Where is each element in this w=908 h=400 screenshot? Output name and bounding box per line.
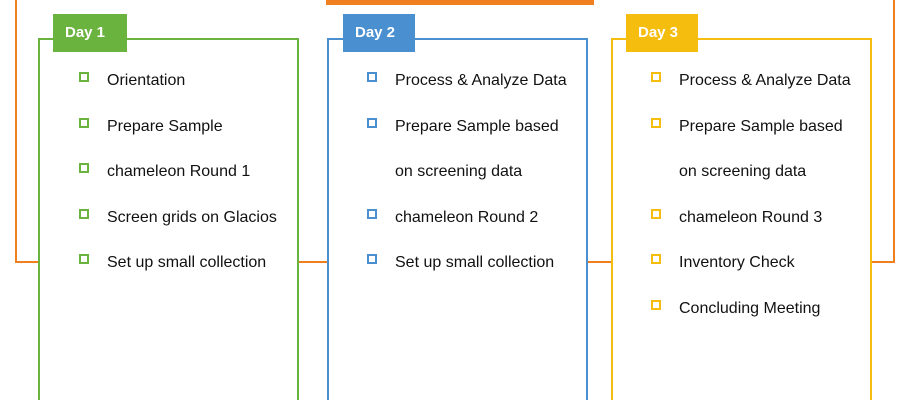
task-item: Screen grids on Glacios: [79, 208, 277, 263]
task-item: Prepare Sample based on screening data: [367, 117, 567, 217]
right-connector-line: [893, 0, 895, 263]
checkbox-icon[interactable]: [79, 163, 89, 174]
task-item: Process & Analyze Data: [367, 72, 567, 126]
task-item: Set up small collection: [79, 254, 277, 308]
task-item: chameleon Round 3: [651, 208, 851, 263]
day2-card: [327, 38, 588, 400]
day1-card: [38, 38, 299, 400]
checkbox-icon[interactable]: [79, 208, 89, 219]
task-label: Prepare Sample based: [395, 117, 559, 135]
task-item: Set up small collection: [367, 254, 567, 308]
task-item: Prepare Sample: [79, 117, 277, 172]
task-label: Prepare Sample based: [679, 117, 843, 135]
top-connector-bar: [326, 0, 594, 5]
task-label: Orientation: [107, 72, 186, 89]
checkbox-icon[interactable]: [651, 117, 661, 128]
checkbox-icon[interactable]: [367, 117, 377, 128]
checkbox-icon[interactable]: [367, 208, 377, 219]
task-label: Concluding Meeting: [679, 299, 821, 317]
task-label: Set up small collection: [395, 254, 555, 272]
left-connector-line: [15, 0, 17, 263]
task-label: on screening data: [679, 163, 807, 181]
checkbox-icon[interactable]: [651, 299, 661, 310]
checkbox-icon[interactable]: [651, 254, 661, 265]
task-item: chameleon Round 2: [367, 208, 567, 263]
left-connector-stub: [15, 261, 40, 263]
checkbox-icon[interactable]: [79, 254, 89, 265]
right-connector-stub: [870, 261, 895, 263]
task-label: chameleon Round 2: [395, 208, 539, 226]
task-label: Set up small collection: [107, 254, 267, 272]
task-label: Screen grids on Glacios: [107, 208, 277, 226]
day1-day2-connector: [297, 261, 329, 263]
day3-card: [611, 38, 872, 400]
task-label: Prepare Sample: [107, 117, 223, 135]
task-item: Process & Analyze Data: [651, 72, 851, 126]
task-item: Concluding Meeting: [651, 299, 851, 354]
task-label: chameleon Round 3: [679, 208, 823, 226]
checkbox-icon[interactable]: [651, 208, 661, 219]
task-label: Process & Analyze Data: [679, 72, 851, 89]
task-item: chameleon Round 1: [79, 163, 277, 217]
checkbox-icon[interactable]: [367, 72, 377, 82]
day1-badge: Day 1: [53, 14, 127, 52]
task-label: Process & Analyze Data: [395, 72, 567, 89]
task-item: Prepare Sample based on screening data: [651, 117, 851, 217]
task-label: Inventory Check: [679, 254, 795, 272]
task-item: Orientation: [79, 72, 277, 126]
checkbox-icon[interactable]: [651, 72, 661, 82]
task-label: chameleon Round 1: [107, 163, 251, 181]
day2-badge: Day 2: [343, 14, 415, 52]
task-label: on screening data: [395, 163, 523, 181]
day3-badge: Day 3: [626, 14, 698, 52]
task-item: Inventory Check: [651, 254, 851, 308]
checkbox-icon[interactable]: [79, 117, 89, 128]
checkbox-icon[interactable]: [79, 72, 89, 82]
day2-day3-connector: [586, 261, 613, 263]
checkbox-icon[interactable]: [367, 254, 377, 265]
